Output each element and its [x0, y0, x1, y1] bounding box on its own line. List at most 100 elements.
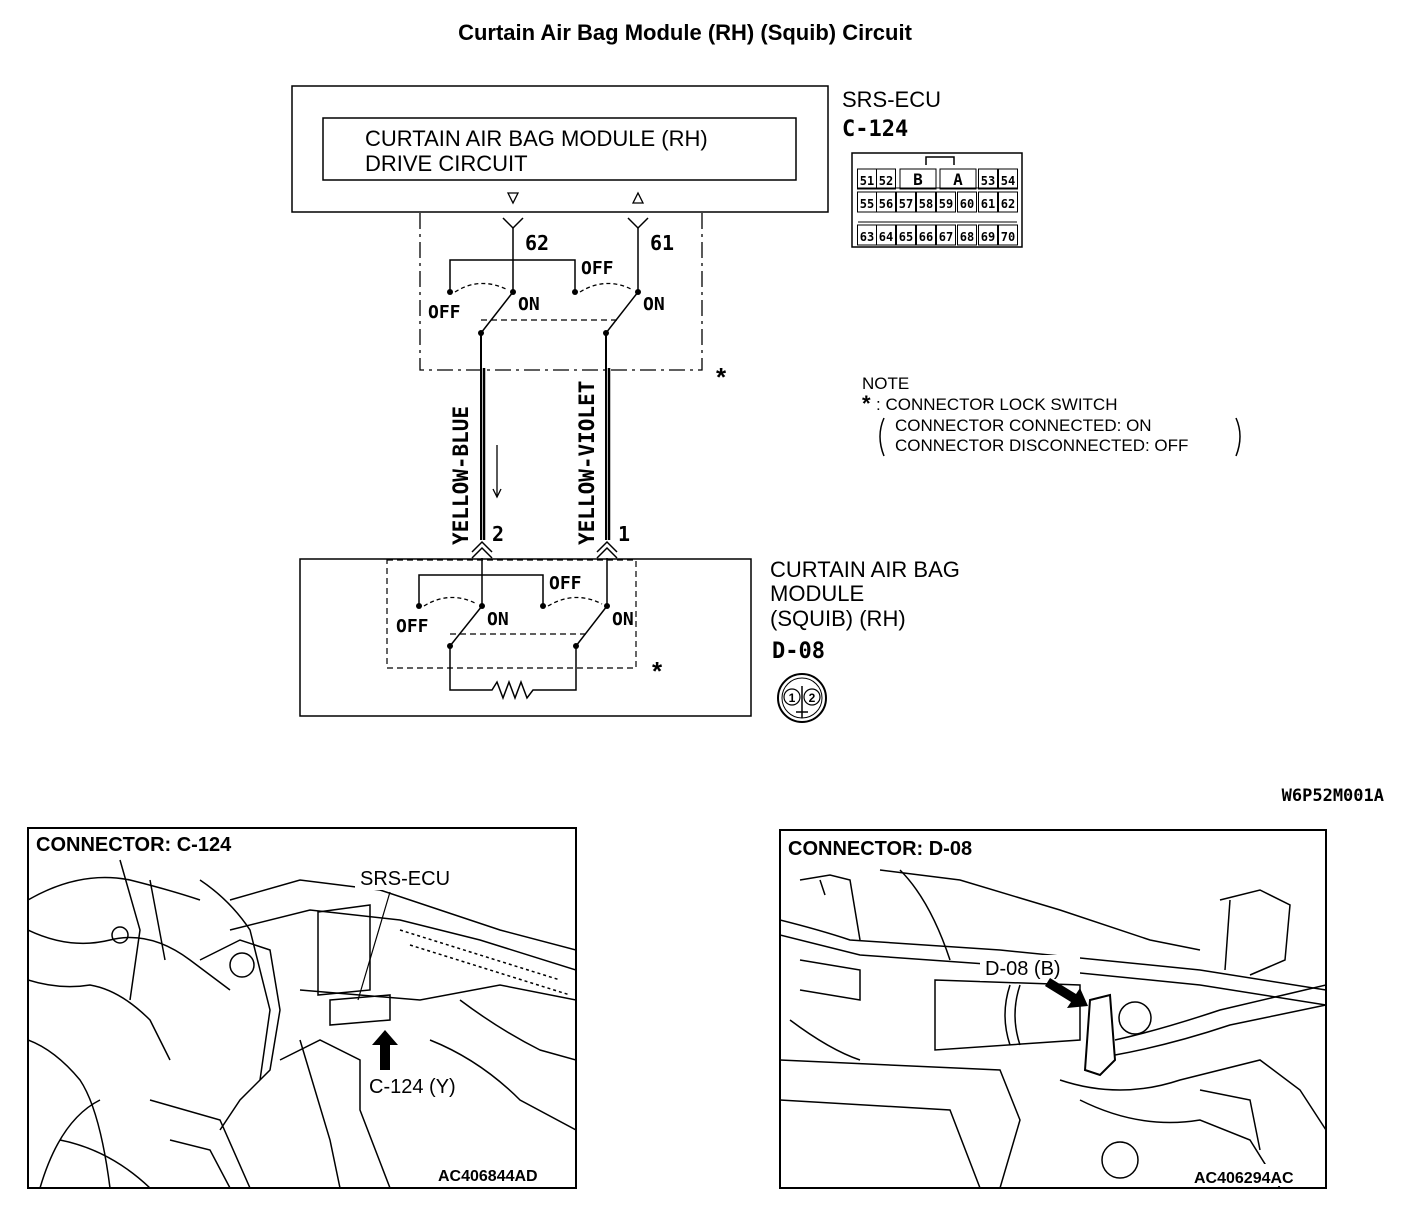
ecu-pin-cell: 63: [860, 230, 874, 244]
svg-text:OFF: OFF: [396, 616, 429, 637]
ecu-pin-cell: 51: [860, 174, 874, 188]
ecu-pin-62-label: 62: [525, 231, 549, 255]
wiring-harness: YELLOW-BLUE YELLOW-VIOLET 2 1: [449, 333, 630, 559]
ecu-pin-cell: 62: [1001, 197, 1015, 211]
diagram-code: W6P52M001A: [1282, 786, 1384, 806]
drive-circuit-line1: CURTAIN AIR BAG MODULE (RH): [365, 126, 708, 151]
wire-color-right: YELLOW-VIOLET: [575, 381, 599, 545]
svg-text:2: 2: [809, 691, 816, 705]
svg-text:ON: ON: [612, 609, 634, 630]
ecu-pin-cell: 61: [981, 197, 995, 211]
module-lock-switch: OFF ON OFF ON: [386, 558, 637, 701]
ecu-lock-switch: 62 61 OFF ON OFF ON: [419, 213, 703, 371]
output-triangle-icon: [506, 192, 520, 205]
squib-resistor-icon: [449, 646, 577, 701]
ecu-asterisk: *: [716, 362, 727, 392]
ecu-pin-cell: B: [913, 170, 923, 189]
svg-text:CONNECTOR CONNECTED: ON: CONNECTOR CONNECTED: ON: [895, 416, 1152, 435]
photo-left-connector-label: C-124 (Y): [369, 1076, 456, 1098]
ecu-name: SRS-ECU: [842, 87, 941, 112]
ecu-pin-cell: 68: [960, 230, 974, 244]
svg-text:ON: ON: [518, 294, 540, 315]
ecu-pin-61-label: 61: [650, 231, 674, 255]
ecu-pin-cell: 53: [981, 174, 995, 188]
ecu-pin-cell: 65: [899, 230, 913, 244]
ecu-pin-frame: [876, 191, 896, 213]
input-triangle-icon: [631, 191, 645, 204]
ecu-pin-cell: 60: [960, 197, 974, 211]
ecu-pin-cell: 54: [1001, 174, 1015, 188]
module-connector-id: D-08: [772, 639, 825, 664]
photo-panel-d08: CONNECTOR: D-08 D-08 (B) AC406294AC: [779, 829, 1327, 1189]
ecu-pin-frame: [916, 224, 936, 246]
module-name-line3: (SQUIB) (RH): [770, 606, 906, 631]
ecu-pin-frame: [978, 224, 998, 246]
page-title: Curtain Air Bag Module (RH) (Squib) Circ…: [458, 20, 912, 45]
arrow-up-icon: [372, 1030, 398, 1070]
module-name-line2: MODULE: [770, 581, 864, 606]
photo-left-title: CONNECTOR: C-124: [36, 834, 232, 856]
module-pin-2-label: 2: [492, 522, 504, 546]
ecu-pin-frame: [896, 224, 916, 246]
ecu-pin-cell: 67: [939, 230, 953, 244]
ecu-pin-frame: [936, 224, 956, 246]
ecu-pin-cell: 70: [1001, 230, 1015, 244]
drive-circuit-line2: DRIVE CIRCUIT: [365, 151, 528, 176]
ecu-pin-frame: [876, 168, 896, 190]
ecu-pin-frame: [998, 191, 1018, 213]
wire-color-left: YELLOW-BLUE: [449, 406, 473, 545]
photo-panel-c124: CONNECTOR: C-124 SRS-ECU C-124 (Y) AC406…: [27, 827, 577, 1189]
photo-left-code: AC406844AD: [438, 1168, 538, 1185]
svg-text:: CONNECTOR LOCK SWITCH: : CONNECTOR LOCK SWITCH: [876, 395, 1117, 414]
ecu-pin-cell: 66: [919, 230, 933, 244]
svg-text:NOTE: NOTE: [862, 374, 909, 393]
arrow-down-right-icon: [1045, 978, 1088, 1008]
ecu-pin-frame: [899, 168, 937, 190]
ecu-pin-cell: 52: [879, 174, 893, 188]
c124-location-illustration: [28, 859, 576, 1188]
ecu-pin-frame: [978, 168, 998, 190]
ecu-pin-cell: 55: [860, 197, 874, 211]
svg-text:OFF: OFF: [428, 302, 461, 323]
drive-circuit-box: [322, 117, 797, 181]
ecu-box: [291, 85, 829, 213]
photo-right-title: CONNECTOR: D-08: [788, 838, 972, 860]
svg-text:ON: ON: [643, 294, 665, 315]
module-connector-face: 1 2: [777, 673, 827, 723]
svg-text:OFF: OFF: [549, 573, 582, 594]
ecu-pin-frame: [978, 191, 998, 213]
svg-text:*: *: [862, 391, 871, 416]
ecu-pin-frame: [939, 168, 977, 190]
ecu-connector-id: C-124: [842, 117, 908, 142]
ecu-pin-cell: 59: [939, 197, 953, 211]
photo-right-connector-label: D-08 (B): [985, 958, 1061, 980]
ecu-pin-frame: [916, 191, 936, 213]
svg-text:CONNECTOR DISCONNECTED: OFF: CONNECTOR DISCONNECTED: OFF: [895, 436, 1188, 455]
ecu-pin-cell: 64: [879, 230, 893, 244]
module-box: [299, 558, 752, 717]
note-block: NOTE * : CONNECTOR LOCK SWITCH CONNECTOR…: [862, 374, 1241, 457]
ecu-pin-cell: 56: [879, 197, 893, 211]
svg-text:1: 1: [789, 691, 796, 705]
ecu-pin-cell: 57: [899, 197, 913, 211]
svg-text:OFF: OFF: [581, 258, 614, 279]
ecu-pin-frame: [876, 224, 896, 246]
module-name-line1: CURTAIN AIR BAG: [770, 557, 960, 582]
ecu-pin-frame: [957, 191, 977, 213]
ecu-connector-face: 51 52 B A 53 54 55 56 57 58 59 60 61 62 63 64 65 66 67 68…: [851, 152, 1023, 248]
ecu-pin-frame: [998, 168, 1018, 190]
ecu-pin-frame: [998, 224, 1018, 246]
ecu-pin-cell: 69: [981, 230, 995, 244]
svg-text:ON: ON: [487, 609, 509, 630]
ecu-pin-frame: [936, 191, 956, 213]
photo-right-code: AC406294AC: [1194, 1170, 1294, 1187]
ecu-pin-frame: [896, 191, 916, 213]
ecu-pin-cell: A: [953, 170, 963, 189]
photo-left-ecu-label: SRS-ECU: [360, 868, 450, 890]
ecu-pin-cell: 58: [919, 197, 933, 211]
ecu-pin-frame: [957, 224, 977, 246]
d08-location-illustration: [780, 869, 1326, 1188]
module-pin-1-label: 1: [618, 522, 630, 546]
